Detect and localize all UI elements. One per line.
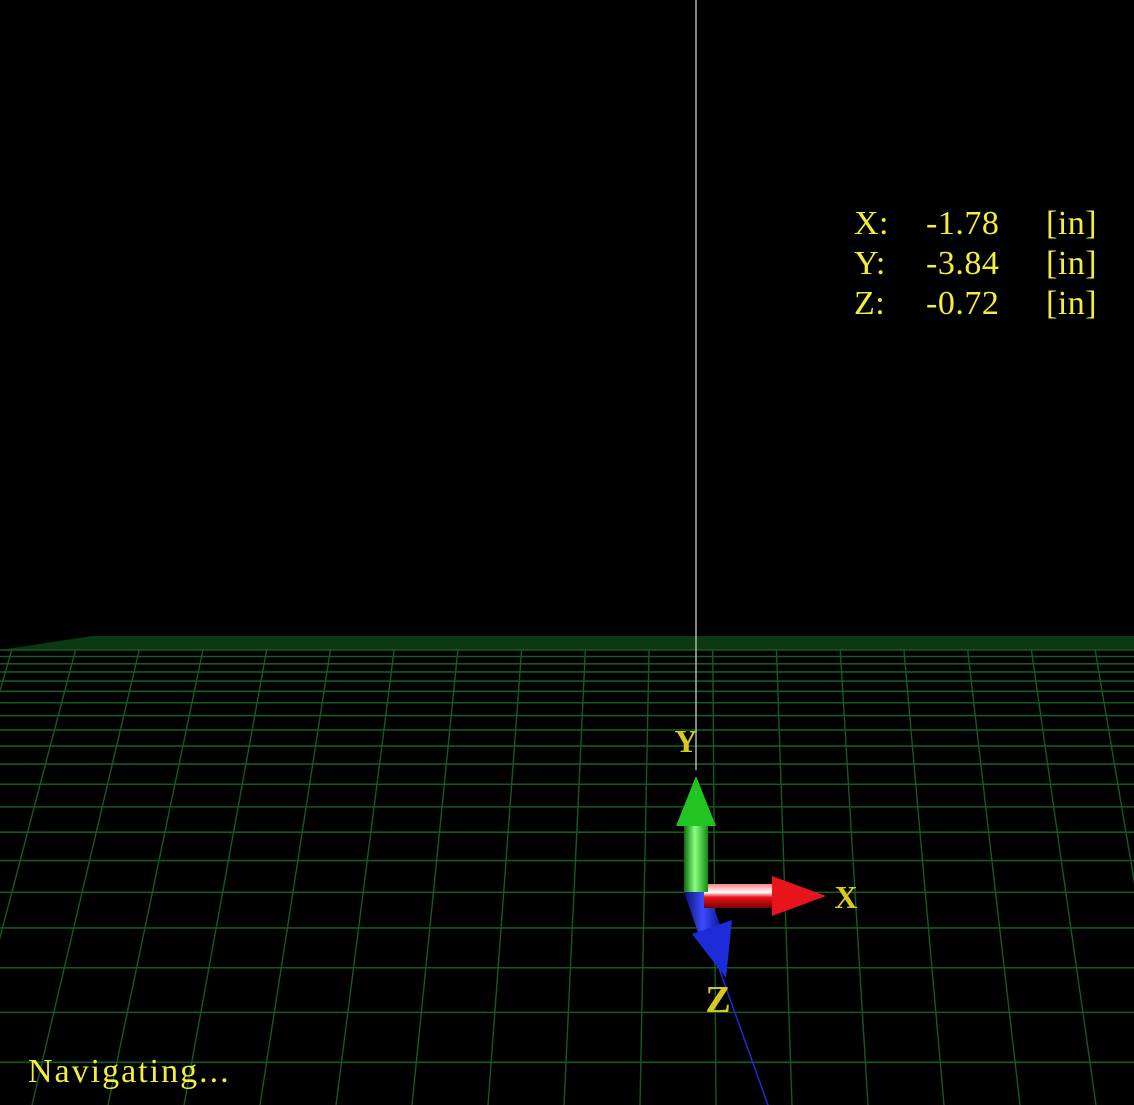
grid-line-depth: [335, 649, 395, 1105]
grid-line-depth: [31, 649, 140, 1105]
grid-line-depth: [1094, 649, 1134, 885]
ground-grid: [0, 636, 1134, 1105]
coord-value-x: -1.78: [926, 205, 1000, 242]
x-axis-label: X: [834, 879, 857, 915]
status-message: Navigating...: [28, 1053, 231, 1090]
coord-label-x: X:: [854, 205, 889, 242]
x-axis-arrow: [704, 876, 826, 916]
coord-unit-x: [in]: [1046, 205, 1098, 242]
grid-line-depth: [183, 649, 268, 1105]
x-axis-head: [772, 876, 826, 916]
y-axis-shaft: [684, 822, 708, 892]
z-axis-extension-line: [715, 959, 769, 1105]
grid-line-depth: [107, 649, 204, 1105]
coord-row-z: Z: -0.72 [in]: [850, 284, 1122, 324]
coord-value-y: -3.84: [926, 245, 1000, 282]
grid-line-depth: [259, 649, 332, 1105]
ground-far-edge: [0, 636, 1134, 650]
grid-line-depth: [1030, 649, 1097, 1105]
grid-line-depth: [487, 649, 523, 1105]
coord-label-z: Z:: [854, 285, 886, 322]
coord-value-z: -0.72: [926, 285, 1000, 322]
grid-line-depth: [839, 649, 869, 1105]
z-axis-arrow: [684, 884, 732, 978]
coord-row-x: X: -1.78 [in]: [850, 204, 1122, 244]
coord-row-y: Y: -3.84 [in]: [850, 244, 1122, 284]
grid-line-depth: [0, 649, 13, 694]
grid-line-depth: [903, 649, 945, 1105]
coordinate-readout: X: -1.78 [in] Y: -3.84 [in] Z: -0.72 [in…: [850, 204, 1122, 324]
coord-unit-y: [in]: [1046, 245, 1098, 282]
z-axis-shaft: [684, 884, 722, 938]
grid-line-depth: [563, 649, 587, 1105]
z-axis-label: Z: [705, 979, 730, 1021]
grid-line-depth: [639, 649, 650, 1105]
grid-line-depth: [775, 649, 793, 1105]
z-axis-head: [692, 920, 732, 978]
grid-line-depth: [712, 649, 717, 1105]
xyz-axis-triad-icon: Y X Z: [674, 723, 857, 1021]
y-axis-head: [676, 776, 716, 826]
y-axis-label: Y: [674, 723, 697, 759]
grid-line-depth: [966, 649, 1021, 1105]
coord-unit-z: [in]: [1046, 285, 1098, 322]
x-axis-shaft: [704, 884, 778, 908]
coord-label-y: Y:: [854, 245, 886, 282]
grid-line-depth: [0, 649, 77, 941]
y-axis-arrow: [676, 776, 716, 892]
grid-line-depth: [411, 649, 459, 1105]
